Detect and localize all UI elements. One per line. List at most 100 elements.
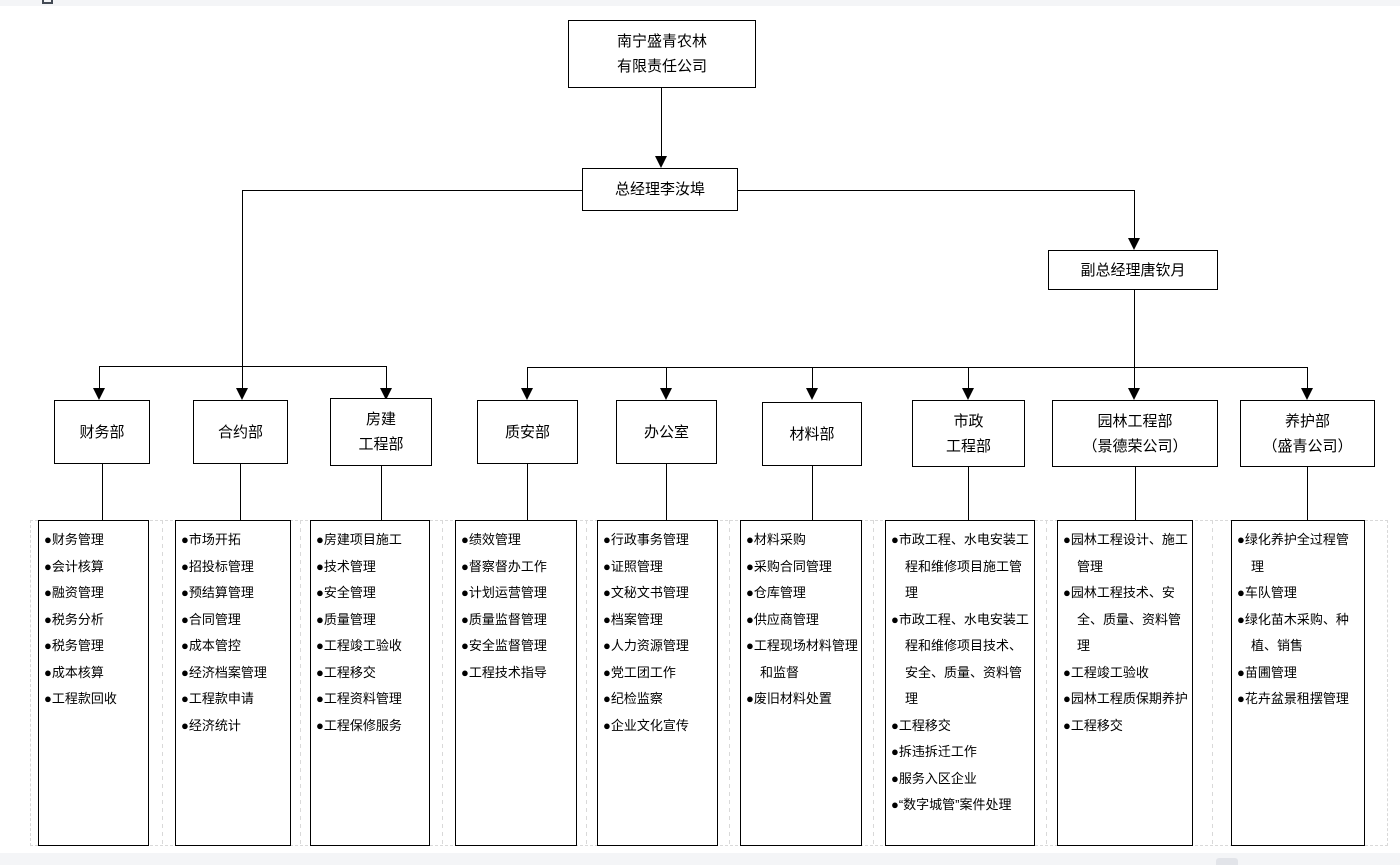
duty-list-contract: ●市场开拓●招投标管理●预结算管理●合同管理●成本管控●经济档案管理●工程款申请… (175, 520, 291, 846)
duty-item: ●园林工程质保期养护 (1063, 691, 1188, 706)
connector-line (381, 466, 382, 520)
connector-line (968, 367, 969, 389)
duty-item: ●工程款回收 (44, 691, 117, 706)
dept-name: 养护部 （盛青公司） (1262, 412, 1353, 455)
duty-list-materials: ●材料采购●采购合同管理●仓库管理●供应商管理●工程现场材料管理和监督●废旧材料… (740, 520, 862, 846)
duty-item: ●材料采购 (746, 532, 806, 547)
deputy-general-manager-box: 副总经理唐钦月 (1048, 250, 1218, 290)
duty-item: ●证照管理 (603, 558, 663, 574)
arrowhead (521, 388, 533, 400)
duty-item: ●园林工程技术、安全、质量、资料管理 (1063, 585, 1182, 653)
connector-line (968, 467, 969, 520)
connector-line (99, 366, 387, 367)
duty-item: ●计划运营管理 (461, 585, 547, 600)
dept-box-office: 办公室 (616, 400, 717, 464)
duty-list-housing: ●房建项目施工●技术管理●安全管理●质量管理●工程竣工验收●工程移交●工程资料管… (310, 520, 430, 846)
table-gridline (1212, 520, 1213, 846)
duty-item: ●党工团工作 (603, 664, 676, 680)
duty-item: ●工程保修服务 (316, 717, 402, 733)
table-gridline (442, 520, 443, 846)
duty-item: ●纪检监察 (603, 691, 663, 706)
table-gridline (300, 520, 301, 846)
arrowhead (806, 388, 818, 400)
table-gridline (1046, 520, 1047, 846)
duty-item: ●融资管理 (44, 585, 104, 600)
duty-item: ●财务管理 (44, 532, 104, 547)
connector-line (666, 464, 667, 520)
duty-list-landscape: ●园林工程设计、施工管理 ●园林工程技术、安全、质量、资料管理 ●工程竣工验收 ●园林… (1057, 520, 1193, 846)
duty-item: ●苗圃管理 (1237, 664, 1297, 680)
duty-item: ●质量监督管理 (461, 611, 547, 627)
duty-item: ●督察督办工作 (461, 558, 547, 574)
duty-item: ●工程竣工验收 (1063, 664, 1149, 680)
dept-box-housing: 房建 工程部 (330, 398, 432, 466)
horizontal-scrollbar-thumb[interactable] (1216, 858, 1238, 865)
duty-item: ●安全管理 (316, 585, 376, 600)
dept-box-landscape: 园林工程部 （景德荣公司） (1052, 400, 1218, 467)
connector-line (527, 367, 1308, 368)
arrowhead (1301, 388, 1313, 400)
duty-item: ●园林工程设计、施工管理 (1063, 532, 1188, 574)
dept-name: 合约部 (217, 423, 263, 441)
general-manager-name: 总经理李汝埠 (614, 181, 705, 198)
connector-line (812, 367, 813, 389)
duty-item: ●工程现场材料管理和监督 (746, 638, 858, 680)
duty-item: ●工程移交 (316, 664, 376, 680)
dept-name: 质安部 (504, 423, 550, 441)
connector-line (738, 190, 1135, 191)
duty-item: ●会计核算 (44, 558, 104, 574)
duty-item: ●档案管理 (603, 611, 663, 627)
arrowhead (660, 388, 672, 400)
duty-item: ●经济统计 (181, 717, 241, 733)
page-icon[interactable] (42, 0, 53, 4)
duty-item: ●企业文化宣传 (603, 717, 689, 733)
dept-box-municipal: 市政 工程部 (912, 400, 1025, 467)
deputy-general-manager-name: 副总经理唐钦月 (1080, 261, 1186, 279)
arrowhead (1128, 388, 1140, 400)
duty-item: ●经济档案管理 (181, 664, 267, 680)
duty-item: ●工程竣工验收 (316, 638, 402, 653)
connector-line (99, 366, 100, 389)
duty-item: ●成本核算 (44, 664, 104, 680)
connector-line (1134, 290, 1135, 389)
duty-item: ●合同管理 (181, 611, 241, 627)
duty-item: ●工程资料管理 (316, 691, 402, 706)
duty-item: ●安全监督管理 (461, 638, 547, 653)
duty-item: ●绿化养护全过程管理 (1237, 532, 1349, 574)
dept-box-finance: 财务部 (54, 400, 150, 464)
arrowhead (655, 156, 667, 168)
dept-box-materials: 材料部 (762, 402, 862, 466)
arrowhead (1128, 238, 1140, 250)
dept-name: 园林工程部 （景德荣公司） (1082, 412, 1188, 455)
arrowhead (380, 388, 392, 400)
dept-name: 材料部 (789, 425, 835, 443)
duty-item: ●成本管控 (181, 638, 241, 653)
connector-line (1307, 367, 1308, 389)
connector-line (1134, 190, 1135, 238)
duty-list-finance: ●财务管理●会计核算●融资管理●税务分析●税务管理●成本核算●工程款回收 (38, 520, 149, 846)
duty-item: ●市场开拓 (181, 532, 241, 547)
connector-line (666, 367, 667, 389)
duty-item: ●废旧材料处置 (746, 691, 832, 706)
connector-line (1135, 467, 1136, 520)
duty-item: ●工程移交 (891, 717, 951, 733)
duty-item: ●“数字城管”案件处理 (891, 797, 1012, 812)
general-manager-box: 总经理李汝埠 (582, 168, 738, 211)
duty-item: ●服务入区企业 (891, 770, 977, 786)
bottom-scrollbar-strip (0, 853, 1400, 865)
duty-item: ●花卉盆景租摆管理 (1237, 691, 1349, 706)
table-gridline (586, 520, 587, 846)
duty-item: ●市政工程、水电安装工程和维修项目施工管理 (891, 532, 1029, 600)
dept-name: 办公室 (643, 423, 689, 441)
dept-box-maintenance: 养护部 （盛青公司） (1240, 400, 1375, 467)
duty-item: ●供应商管理 (746, 611, 819, 627)
connector-line (242, 190, 582, 191)
connector-line (240, 464, 241, 520)
duty-item: ●预结算管理 (181, 585, 254, 600)
duty-item: ●拆违拆迁工作 (891, 744, 977, 759)
duty-item: ●工程款申请 (181, 691, 254, 706)
duty-item: ●行政事务管理 (603, 532, 689, 547)
connector-line (812, 466, 813, 520)
duty-item: ●绿化苗木采购、种植、销售 (1237, 611, 1349, 654)
